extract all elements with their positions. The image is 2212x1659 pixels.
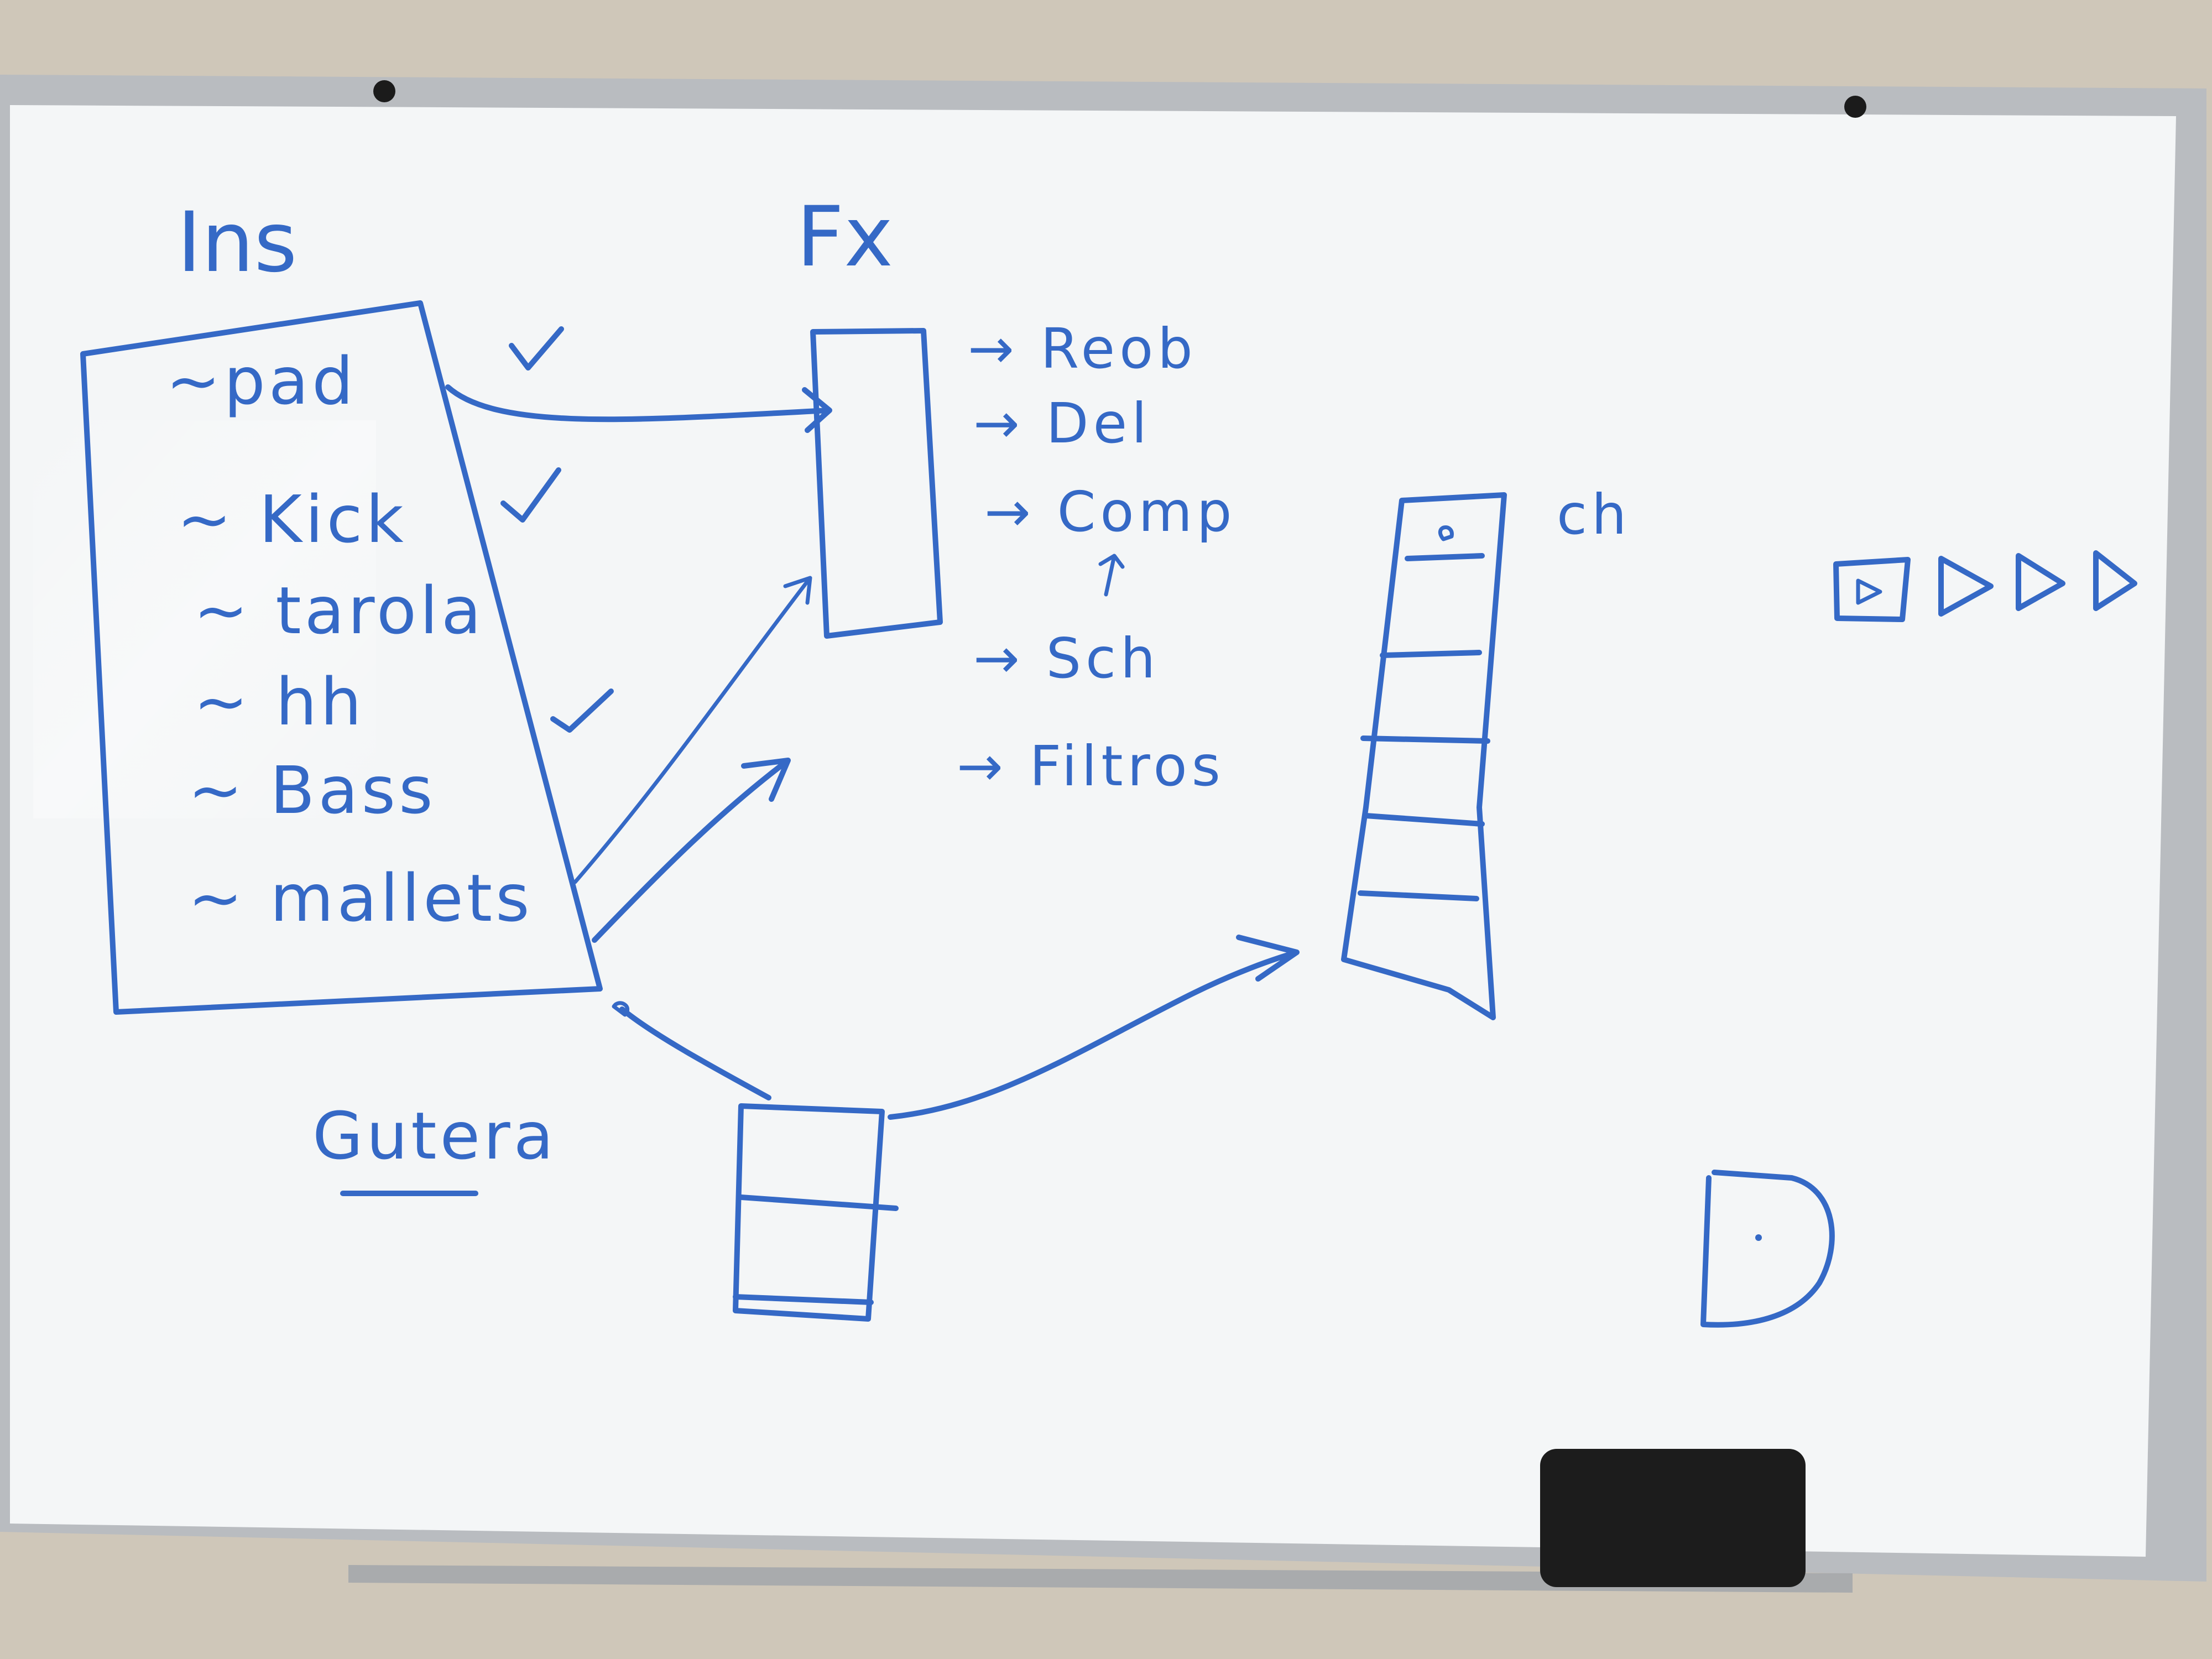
instrument-item: ~pad <box>166 343 357 419</box>
effect-item: → Sch <box>973 626 1160 691</box>
light-reflection <box>33 420 376 818</box>
effects-heading: Fx <box>796 189 893 285</box>
effect-item: → Filtros <box>957 734 1225 799</box>
square-icon <box>1833 557 1911 622</box>
guitar-track-line <box>733 1294 874 1305</box>
checkmark-icon <box>500 467 561 523</box>
effects-rack-box <box>810 328 943 639</box>
board-surface <box>10 105 2176 1557</box>
instruments-heading: Ins <box>177 195 297 291</box>
guitar-label: Gutera <box>312 1098 557 1174</box>
magnet <box>1844 96 1866 118</box>
effect-item: → Comp <box>984 479 1236 544</box>
d-shape-icon <box>1700 1170 1835 1328</box>
small-arrow-icon <box>1098 554 1125 597</box>
play-icon <box>2016 553 2065 611</box>
checkmark-icon <box>550 688 614 733</box>
channel-slot-line <box>1360 735 1490 744</box>
channel-strip-box <box>1341 492 1507 1020</box>
channel-slot-line <box>1363 813 1485 827</box>
guitar-track-line <box>738 1194 899 1211</box>
instrument-item: ~ Kick <box>177 481 407 557</box>
channel-slot-line <box>1358 890 1479 901</box>
channel-label: ch <box>1557 482 1631 547</box>
arrow-mallets-to-fx <box>573 576 812 884</box>
instrument-item: ~ tarola <box>194 572 484 649</box>
marker-tray <box>348 1565 1853 1593</box>
instrument-item: ~ Bass <box>188 752 436 828</box>
effect-item: → Reob <box>968 316 1197 381</box>
checkmark-icon <box>509 326 564 371</box>
instrument-list-box <box>80 300 603 1015</box>
channel-slot-line <box>1405 553 1485 561</box>
effect-item: → Del <box>973 391 1151 456</box>
instrument-item: ~ mallets <box>188 860 533 936</box>
play-icon <box>2093 550 2137 611</box>
play-icon <box>1938 556 1994 617</box>
magnet <box>373 80 395 102</box>
circle-icon <box>612 1001 630 1017</box>
line-instruments-to-guitar <box>619 1006 771 1100</box>
guitar-track-box <box>733 1103 885 1322</box>
channel-slot-line <box>1380 650 1482 658</box>
arrow-mallets-to-fx-2 <box>592 758 791 943</box>
eraser <box>1540 1449 1806 1587</box>
instrument-item: ~ hh <box>194 664 365 740</box>
arrow-pad-to-fx <box>445 384 832 433</box>
play-icon <box>1856 578 1882 605</box>
dot-icon <box>1755 1234 1762 1241</box>
circle-icon <box>1438 525 1454 541</box>
arrow-guitar-to-channel <box>888 935 1300 1120</box>
